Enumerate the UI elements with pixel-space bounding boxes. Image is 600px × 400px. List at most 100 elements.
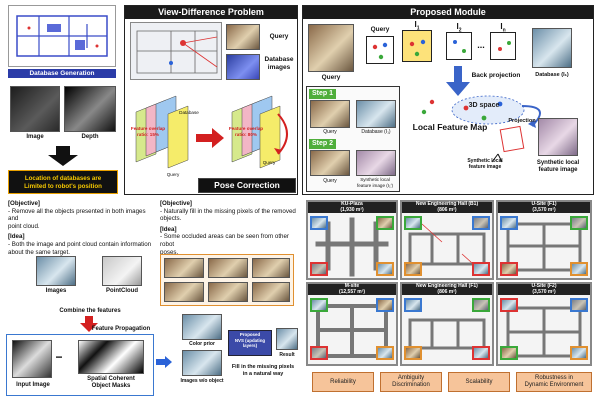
view-difference-panel <box>124 5 298 195</box>
database-generation-label: Database Generation <box>8 69 116 78</box>
map-plan-0 <box>315 217 389 277</box>
step2-synth-label: Synthetic local feature image (I₁′) <box>356 177 394 188</box>
bl-objective-text: - Remove all the objects presented in bo… <box>8 207 146 230</box>
down-arrow-icon <box>48 146 78 166</box>
map-thumb-2c <box>500 262 518 276</box>
back-projection-label: Back projection <box>471 72 521 79</box>
bl-pointcloud-photo <box>102 256 142 286</box>
map-thumb-5d <box>570 346 588 360</box>
step1-db-label: Database (I₁) <box>361 129 391 135</box>
map-thumb-1b <box>472 216 490 230</box>
map-name-1: New Engineering Hall (B1) <box>415 201 479 207</box>
view-diff-query-label: Query <box>269 33 289 40</box>
map-thumb-4a <box>404 298 422 312</box>
map-thumb-2b <box>570 216 588 230</box>
map-area-1: (806 m²) <box>437 206 457 213</box>
map-name-5: U-Site (F2) <box>531 283 557 289</box>
warning-text: Location of databases are Limited to rob… <box>24 175 102 190</box>
bl-feature-propagation-label: Feature Propagation <box>91 326 151 332</box>
bl-objective: [Objective] - Remove all the objects pre… <box>8 200 154 256</box>
in-sub: n <box>502 27 506 34</box>
map-area-2: (3,570 m²) <box>532 206 556 213</box>
red-down-arrow-icon <box>80 316 98 332</box>
bm-images-wo-label: Images w/o object <box>180 378 224 384</box>
i1-letter: I <box>414 20 417 29</box>
map-thumb-0d <box>376 262 394 276</box>
bl-images-photo <box>36 256 76 286</box>
map-thumb-3d <box>376 346 394 360</box>
step2-synth-photo <box>356 150 396 176</box>
view-diff-query-small-2: Query <box>262 160 276 165</box>
i2-sub: 2 <box>458 27 462 34</box>
view-diff-floorplan <box>130 22 222 80</box>
in-letter: I <box>500 22 503 31</box>
bl-input-image-photo <box>12 340 52 378</box>
step1-db-photo <box>356 100 396 128</box>
query-feature-box <box>366 36 394 64</box>
map-thumb-1a <box>404 216 422 230</box>
map-name-4: New Engineering Hall (F1) <box>416 283 478 289</box>
step1-query-photo <box>310 100 350 128</box>
database-i1-photo <box>532 28 572 68</box>
step2-query-photo <box>310 150 350 176</box>
i1-sub: 1 <box>416 25 420 32</box>
badge-ambiguity: Ambiguity Discrimination <box>380 372 442 392</box>
map-thumb-0b <box>376 216 394 230</box>
bm-strip-photo-4 <box>164 282 204 302</box>
step1-badge: Step 1 <box>309 89 337 99</box>
i1-feature-box <box>402 30 432 62</box>
pose-correction-label: Pose Correction <box>214 180 280 190</box>
map-thumb-3a <box>310 298 328 312</box>
i2-feature-box <box>446 32 472 60</box>
view-diff-db-small: Database <box>179 110 199 115</box>
view-diff-query-small-1: Query <box>166 172 180 177</box>
bl-images-label: Images <box>45 288 67 294</box>
bm-strip-photo-3 <box>252 258 290 278</box>
bm-color-prior-label: Color prior <box>189 341 215 347</box>
map-thumb-2a <box>500 216 518 230</box>
synth-label-right: Synthetic local feature image <box>536 160 580 173</box>
bl-pointcloud-label: PointCloud <box>106 288 138 294</box>
bm-images-wo-photo <box>182 350 222 376</box>
i2-letter: I <box>456 22 459 31</box>
map-thumb-4d <box>472 346 490 360</box>
bm-idea-text: - Some occluded areas can be seen from o… <box>160 233 289 256</box>
map-thumb-3b <box>376 298 394 312</box>
bl-bottom-box <box>6 334 154 396</box>
view-diff-db-photo <box>226 54 260 80</box>
i2-label: I2 <box>446 22 472 34</box>
map-header-4: New Engineering Hall (F1) (806 m²) <box>402 283 492 295</box>
bm-objective-head: [Objective] <box>160 200 192 207</box>
synth-right-photo <box>538 118 578 156</box>
bm-color-prior-photo <box>182 314 222 340</box>
in-feature-box <box>490 32 516 60</box>
projection-label: Projection <box>508 118 536 124</box>
database-i1-label: Database (I₁) <box>535 72 569 78</box>
map-thumb-1c <box>404 262 422 276</box>
bl-mask-photo <box>78 340 144 374</box>
badge-robustness: Robustness in Dynamic Environment <box>516 372 592 392</box>
depth-label: Depth <box>81 134 99 140</box>
ellipsis-label: ... <box>477 40 485 50</box>
map-area-4: (806 m²) <box>437 288 457 295</box>
map-header-5: U-Site (F2) (3,570 m²) <box>498 283 590 295</box>
bl-minus-label: − <box>55 350 63 364</box>
proposed-query-top-label: Query <box>370 26 390 33</box>
proposed-module-title: Proposed Module <box>303 6 593 19</box>
bl-input-image-label: Input Image <box>16 382 50 388</box>
feature-overlap-2: Feature overlap ratio: 80% <box>228 126 264 137</box>
bm-result-label: Result <box>279 352 295 358</box>
bm-strip-photo-6 <box>252 282 290 302</box>
feature-overlap-1: Feature overlap ratio: 15% <box>130 126 166 137</box>
warning-box: Location of databases are Limited to rob… <box>8 170 118 194</box>
floor-plan-svg <box>16 15 108 57</box>
bl-idea-text: - Both the image and point cloud contain… <box>8 240 152 256</box>
map-header-1: New Engineering Hall (B1) (806 m²) <box>402 201 492 213</box>
map-name-0: KU-Plaza <box>341 201 363 207</box>
bl-objective-head: [Objective] <box>8 200 40 207</box>
local-feature-map-label: Local Feature Map <box>412 122 488 132</box>
image-label: Image <box>26 134 44 140</box>
bm-strip-photo-2 <box>208 258 248 278</box>
bm-network-label: Proposed NVS (updating layers) <box>234 332 266 348</box>
map-area-5: (3,570 m²) <box>532 288 556 295</box>
